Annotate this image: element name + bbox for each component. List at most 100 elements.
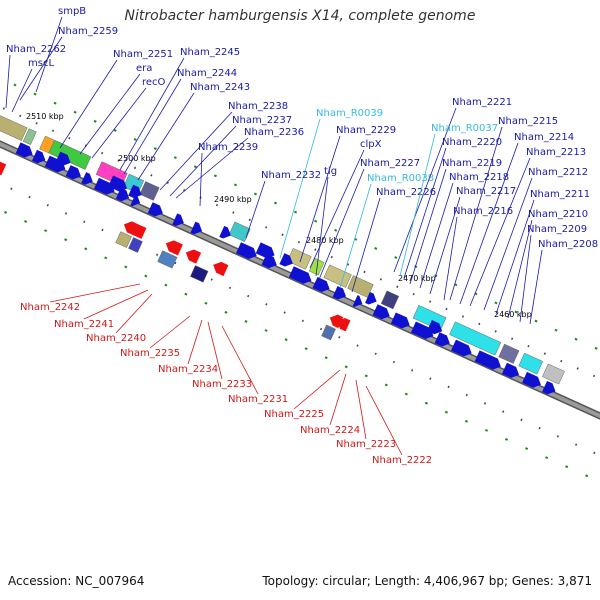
- tick-dot-reverse-outer: [104, 256, 108, 260]
- reverse-cds-arrow: [329, 314, 344, 329]
- tick-dot-outer: [594, 346, 598, 350]
- tick-dot-reverse-inner: [247, 294, 250, 298]
- forward-cds-arrow: [372, 304, 390, 320]
- tick-dot-inner: [68, 136, 71, 140]
- forward-label-leader: [351, 197, 381, 293]
- forward-cds-arrow: [365, 291, 377, 305]
- tick-dot-outer: [113, 128, 117, 132]
- tick-dot-outer: [534, 319, 538, 323]
- forward-cds-arrow: [236, 242, 257, 259]
- forward-cds-arrow: [502, 362, 520, 378]
- nham-2215-label: Nham_2215: [498, 116, 558, 127]
- tick-dot-reverse-outer: [585, 474, 589, 478]
- gene-feature-box: [0, 115, 28, 141]
- tick-dot-inner: [2, 107, 5, 110]
- tick-dot-outer: [514, 310, 518, 314]
- forward-label-leader: [169, 125, 237, 197]
- nham-2233-label: Nham_2233: [192, 379, 252, 390]
- reverse-label-leader: [355, 379, 367, 440]
- tick-dot-reverse-outer: [484, 428, 489, 432]
- tick-dot-reverse-outer: [184, 292, 188, 296]
- forward-label-leader: [159, 111, 233, 191]
- nham-2232-label: Nham_2232: [261, 170, 321, 181]
- forward-label-leader: [403, 147, 447, 279]
- tick-dot-reverse-outer: [444, 410, 448, 414]
- forward-cds-arrow: [434, 332, 450, 347]
- tick-dot-inner: [363, 270, 366, 274]
- gene-feature-box: [323, 264, 352, 288]
- reverse-cds-arrow: [0, 162, 7, 176]
- tick-dot-inner: [281, 233, 284, 236]
- forward-label-leader: [19, 36, 63, 101]
- tick-dot-reverse-outer: [545, 456, 549, 460]
- tick-dot-outer: [554, 328, 558, 332]
- nham-2235-label: Nham_2235: [120, 348, 180, 359]
- forward-label-leader: [123, 78, 182, 175]
- nham-2223-label: Nham_2223: [336, 439, 396, 450]
- tick-dot-reverse-outer: [244, 319, 248, 323]
- clpx-label: clpX: [360, 139, 382, 150]
- tick-dot-outer: [73, 110, 77, 114]
- tick-dot-reverse-inner: [156, 253, 159, 256]
- tick-dot-reverse-outer: [504, 438, 509, 441]
- tick-dot-inner: [19, 114, 22, 118]
- tick-dot-inner: [297, 240, 301, 244]
- reverse-gene-box: [157, 250, 178, 269]
- nham-2245-label: Nham_2245: [180, 47, 240, 58]
- forward-cds-arrow: [426, 320, 443, 335]
- forward-cds-arrow: [390, 312, 410, 329]
- tick-dot-reverse-outer: [124, 265, 128, 269]
- forward-cds-arrow: [352, 295, 363, 307]
- tick-dot-reverse-inner: [502, 410, 505, 413]
- nham-2211-label: Nham_2211: [530, 189, 590, 200]
- nham-2229-label: Nham_2229: [336, 125, 396, 136]
- forward-label-leader: [245, 180, 266, 239]
- tick-dot-reverse-inner: [392, 360, 396, 364]
- tick-dot-reverse-outer: [204, 301, 208, 305]
- reverse-label-leader: [207, 321, 223, 380]
- kbp-marker-label: 2480 kbp: [306, 236, 344, 245]
- forward-label-leader: [419, 182, 454, 289]
- forward-label-leader: [339, 183, 372, 289]
- forward-cds-arrow: [255, 242, 275, 259]
- tick-dot-outer: [93, 119, 97, 123]
- forward-label-leader: [199, 152, 203, 207]
- nham-r0037-label: Nham_R0037: [431, 123, 498, 134]
- reverse-gene-box: [321, 324, 336, 341]
- forward-label-leader: [449, 126, 503, 301]
- forward-label-leader: [59, 59, 118, 149]
- tick-dot-inner: [215, 203, 219, 207]
- reverse-label-leader: [149, 315, 191, 349]
- tick-dot-reverse-inner: [411, 369, 414, 372]
- gene-feature-box: [228, 221, 251, 243]
- kbp-marker-label: 2500 kbp: [118, 154, 156, 163]
- forward-cds-arrow: [288, 266, 312, 284]
- forward-label-leader: [317, 168, 365, 283]
- gene-feature-box: [48, 139, 92, 170]
- nham-2259-label: Nham_2259: [58, 26, 118, 37]
- reverse-label-leader: [221, 325, 259, 395]
- tick-dot-reverse-inner: [265, 303, 268, 306]
- tick-dot-reverse-inner: [210, 278, 213, 281]
- forward-cds-arrow: [55, 151, 71, 166]
- gene-feature-box: [518, 352, 544, 375]
- forward-label-leader: [409, 168, 447, 285]
- gene-feature-box: [542, 363, 565, 385]
- gene-feature-box: [308, 257, 325, 276]
- tick-dot-reverse-inner: [447, 385, 450, 389]
- gene-feature-box: [139, 181, 160, 201]
- accession-text: Accession: NC_007964: [8, 574, 145, 588]
- tick-dot-reverse-outer: [4, 211, 8, 214]
- reverse-cds-arrow: [165, 240, 183, 256]
- tick-dot-inner: [248, 218, 251, 222]
- tig-label: tig: [324, 166, 337, 177]
- tick-dot-reverse-inner: [83, 220, 86, 223]
- nham-2251-label: Nham_2251: [113, 49, 173, 60]
- tick-dot-reverse-inner: [465, 393, 468, 397]
- forward-label-leader: [393, 107, 457, 273]
- tick-dot-outer: [233, 183, 237, 187]
- forward-cds-arrow: [542, 380, 556, 395]
- nham-2214-label: Nham_2214: [514, 132, 574, 143]
- kbp-marker-label: 2490 kbp: [214, 195, 252, 204]
- forward-label-leader: [137, 92, 195, 181]
